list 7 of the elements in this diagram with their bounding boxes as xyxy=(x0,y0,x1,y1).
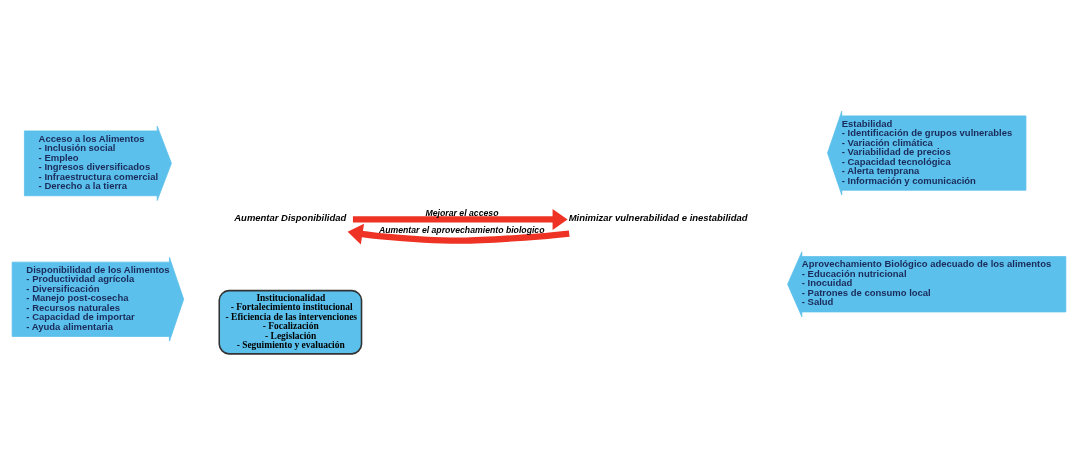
arrow xyxy=(352,208,568,230)
node-text: Aumentar Disponibilidad xyxy=(234,211,347,223)
edge-label: Aumentar el aprovechamiento biologico xyxy=(378,224,545,235)
node-box: Institucionalidad - Fortalecimiento institucional - Eficiencia de las intervenciones - Focalización - Legislación - Seguimiento y evaluación xyxy=(218,289,363,355)
node-text: Minimizar vulnerabilidad e inestabilidad xyxy=(568,211,748,223)
arrow xyxy=(347,223,570,244)
edge-label: Mejorar el acceso xyxy=(425,207,499,218)
